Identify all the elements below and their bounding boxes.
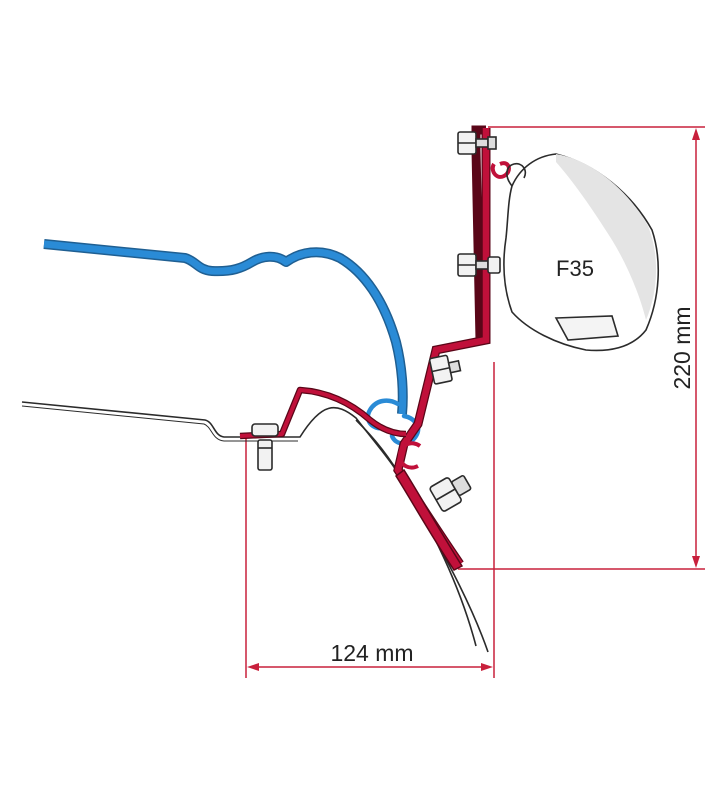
awning-cassette: F35 [503,153,659,352]
height-arrow-bottom [692,556,700,568]
dimension-arrows [247,128,700,671]
adapter-base-plate [394,468,464,571]
height-arrow-top [692,128,700,140]
vehicle-body-curve [355,419,477,647]
adapter-bracket [239,125,511,571]
adapter-lower-arm-fill [239,388,407,438]
mounting-bolts [251,131,501,512]
bolt-angled-icon [428,354,462,385]
width-arrow-left [247,663,259,671]
bolt-vehicle-icon [251,423,279,471]
width-arrow-right [481,663,493,671]
width-dimension-label: 124 mm [330,640,413,666]
bolt-middle-icon [457,253,501,277]
bolt-lower-icon [429,475,472,512]
vehicle-lower-panel-inner [21,405,298,442]
adapter-clip [397,441,422,470]
bolt-top-icon [457,131,497,155]
awning-handle-slot [554,315,620,341]
dimension-lines [245,126,705,678]
awning-model-label: F35 [556,256,594,281]
awning-cassette-shade [556,154,657,320]
height-dimension-label: 220 mm [669,306,695,389]
vehicle-body [21,401,489,653]
vehicle-roof-fill [43,240,407,415]
adapter-hook [490,161,511,179]
vehicle-lower-panel [21,401,489,653]
awning-profile-hook [506,162,527,187]
